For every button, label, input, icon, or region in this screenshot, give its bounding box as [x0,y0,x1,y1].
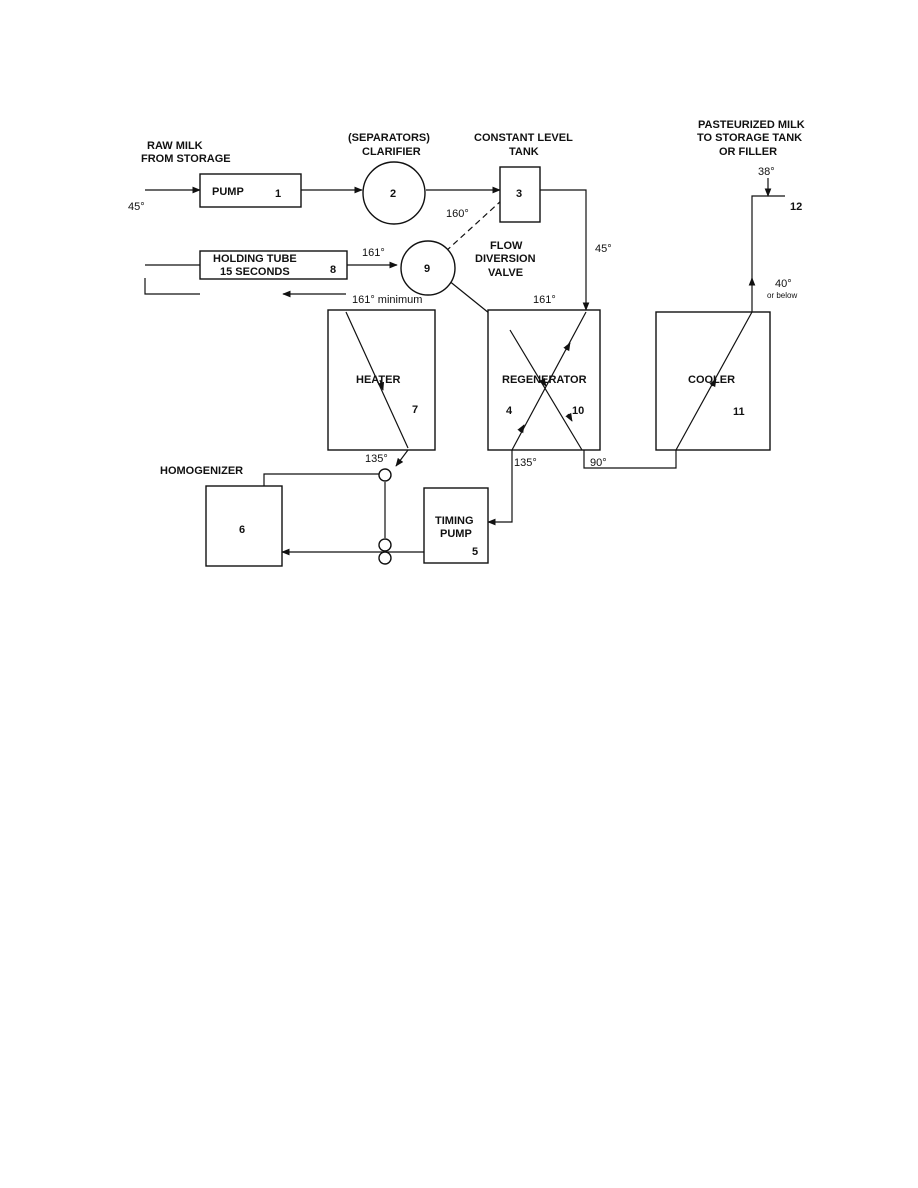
to-storage-tank-label: TO STORAGE TANK [697,132,802,144]
separators-label: (SEPARATORS) [348,132,430,144]
holding-return-loop-line [144,278,200,295]
temp-90-label: 90° [590,457,607,469]
flow-label: FLOW [490,240,523,252]
regenerator-to-cooler-line [583,450,677,469]
labels: RAW MILK FROM STORAGE 45° PUMP 1 (SEPARA… [128,119,805,558]
cooler-label: COOLER [688,374,735,386]
homogenizer-label: HOMOGENIZER [160,465,243,477]
timing-label: TIMING [435,515,474,527]
holding-tube-label: HOLDING TUBE [213,253,297,265]
clarifier-circle [362,161,426,225]
timing-pump-box [423,487,489,564]
pump-symbols [378,468,392,565]
homogenizer-number: 6 [239,524,245,536]
regenerator-to-timing-pump-line [487,450,513,526]
temp-161-holding-label: 161° [362,247,385,259]
cooler-outlet-line [751,195,785,312]
heater-label: HEATER [356,374,400,386]
holding-tube-box [199,250,348,280]
valve-label: VALVE [488,267,523,279]
valve-number: 9 [424,263,430,275]
pump-number: 1 [275,188,281,200]
diversion-label: DIVERSION [475,253,536,265]
heater-box [327,309,436,451]
flow-lines [144,178,785,556]
temp-40-label: 40° [775,278,792,290]
tank-out-temp-label: 45° [595,243,612,255]
temp-161-regen-label: 161° [533,294,556,306]
clarifier-label: CLARIFIER [362,146,421,158]
tank-to-regenerator-line [540,189,590,311]
outlet-number: 12 [790,201,802,213]
homogenizer-box [205,485,283,567]
holding-number: 8 [330,264,336,276]
cooler-box [655,311,771,451]
heater-return-arrow [395,449,409,467]
cooler-number: 11 [733,406,745,418]
regenerator-label: REGENERATOR [502,374,587,386]
or-filler-label: OR FILLER [719,146,777,158]
homogenizer-to-heater-line [263,473,380,486]
heater-number: 7 [412,404,418,416]
regenerator-number-4: 4 [506,405,513,417]
fifteen-seconds-label: 15 SECONDS [220,266,290,278]
constant-level-tank-box [499,166,541,223]
inlet-temp-label: 45° [128,201,145,213]
tank-number: 3 [516,188,522,200]
temp-38-label: 38° [758,166,775,178]
temp-160-label: 160° [446,208,469,220]
pump-label: PUMP [212,186,244,198]
temp-161-minimum-label: 161° minimum [352,294,422,306]
pump-box [199,173,302,208]
temp-135-heater-label: 135° [365,453,388,465]
or-below-label: or below [767,291,797,300]
regenerator-box [487,309,601,451]
flow-diversion-valve-circle [400,240,456,296]
constant-level-label: CONSTANT LEVEL [474,132,573,144]
temp-135-regen-label: 135° [514,457,537,469]
timing-number: 5 [472,546,478,558]
from-storage-label: FROM STORAGE [141,153,231,165]
diversion-return-dashed-line [444,199,503,253]
raw-milk-label: RAW MILK [147,140,203,152]
clarifier-number: 2 [390,188,396,200]
regenerator-number-10: 10 [572,405,584,417]
tank-label: TANK [509,146,539,158]
timing-pump-label: PUMP [440,528,472,540]
pasteurized-milk-label: PASTEURIZED MILK [698,119,805,131]
